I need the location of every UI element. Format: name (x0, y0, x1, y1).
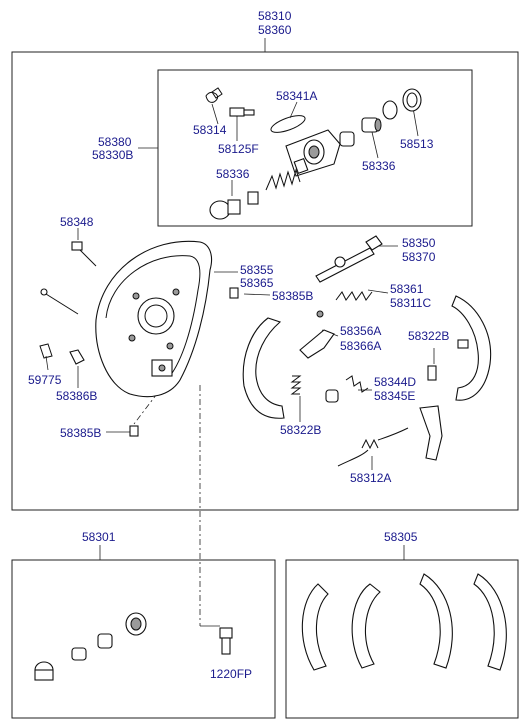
callout-58350: 58350 (402, 236, 436, 250)
lower-spring-part (345, 375, 369, 393)
callout-58370: 58370 (402, 250, 436, 264)
callout-58385b-upper: 58385B (272, 289, 313, 303)
adjusting-lever-part (299, 310, 335, 359)
mounting-bolt-part (71, 241, 97, 267)
trailing-shoe-part (242, 317, 285, 419)
cylinder-cup-part (209, 191, 259, 220)
callout-58385b-lower: 58385B (60, 426, 101, 440)
cylinder-spring-part (265, 168, 301, 191)
callout-58355: 58355 (240, 263, 274, 277)
callout-58348: 58348 (60, 215, 94, 229)
small-cup-part (325, 389, 339, 403)
piston-part (339, 131, 355, 147)
kit-shoe-1 (301, 583, 329, 671)
callout-58336-right: 58336 (362, 159, 396, 173)
callout-58314: 58314 (193, 123, 227, 137)
bleeder-bolt-part (229, 287, 239, 299)
callout-58513: 58513 (400, 137, 434, 151)
callout-58365: 58365 (240, 276, 274, 290)
seal-ring-part (270, 115, 306, 133)
shoe-spring-part (337, 427, 409, 467)
callout-58386b: 58386B (56, 389, 97, 403)
callout-58312a: 58312A (350, 471, 391, 485)
hold-down-pin-part (40, 288, 79, 315)
cap-part (69, 349, 85, 365)
kit-piston-cup-3 (97, 633, 113, 649)
callout-58311c: 58311C (390, 296, 431, 310)
callout-58305: 58305 (384, 530, 418, 544)
callout-58356a: 58356A (340, 324, 381, 338)
upper-return-spring-part (335, 291, 373, 301)
boot-part (382, 100, 398, 120)
parking-lever-part (419, 405, 443, 461)
part-number-labels: 58310 58360 58341A 58314 58125F 58513 58… (28, 9, 449, 681)
callout-58345e: 58345E (374, 389, 415, 403)
wheel-cylinder-body (285, 129, 341, 177)
leading-shoe-part (451, 295, 492, 401)
shoe-kit-frame (285, 559, 519, 719)
kit-piston-cup-1 (34, 661, 54, 681)
callout-58330b: 58330B (92, 148, 133, 162)
kit-boot (125, 612, 147, 636)
callout-58360: 58360 (258, 23, 292, 37)
bleeder-cap-lower-part (129, 425, 139, 437)
kit-shoe-3 (419, 573, 453, 669)
kit-shoe-4 (473, 573, 507, 671)
backing-plate-part (95, 240, 213, 398)
callout-58125f: 58125F (218, 142, 259, 156)
callout-58336-left: 58336 (216, 167, 250, 181)
callout-58301: 58301 (82, 530, 116, 544)
bleeder-cap-part (205, 87, 223, 103)
spring-clip-part (39, 343, 53, 359)
callout-58322b-left: 58322B (280, 423, 321, 437)
callout-58344d: 58344D (374, 375, 416, 389)
adjuster-assembly-part (315, 235, 383, 283)
callout-58361: 58361 (390, 282, 424, 296)
piston-cup-part (361, 117, 382, 133)
kit-piston-cup-2 (71, 647, 87, 661)
dust-boot-part (402, 88, 422, 112)
shoe-hold-spring-part (290, 375, 302, 395)
callout-59775: 59775 (28, 373, 62, 387)
bleeder-screw-part (229, 107, 255, 117)
callout-1220fp: 1220FP (210, 667, 252, 681)
callout-58310: 58310 (258, 9, 292, 23)
adjuster-clip-part (427, 365, 437, 381)
callout-58322b-right: 58322B (408, 329, 449, 343)
callout-58380: 58380 (98, 135, 132, 149)
callout-58366a: 58366A (340, 339, 381, 353)
callout-58341a: 58341A (276, 89, 317, 103)
kit-shoe-2 (351, 583, 381, 669)
flange-bolt-part (219, 627, 233, 655)
wheel-cylinder-group (205, 87, 422, 220)
repair-kit-frame (11, 559, 276, 719)
